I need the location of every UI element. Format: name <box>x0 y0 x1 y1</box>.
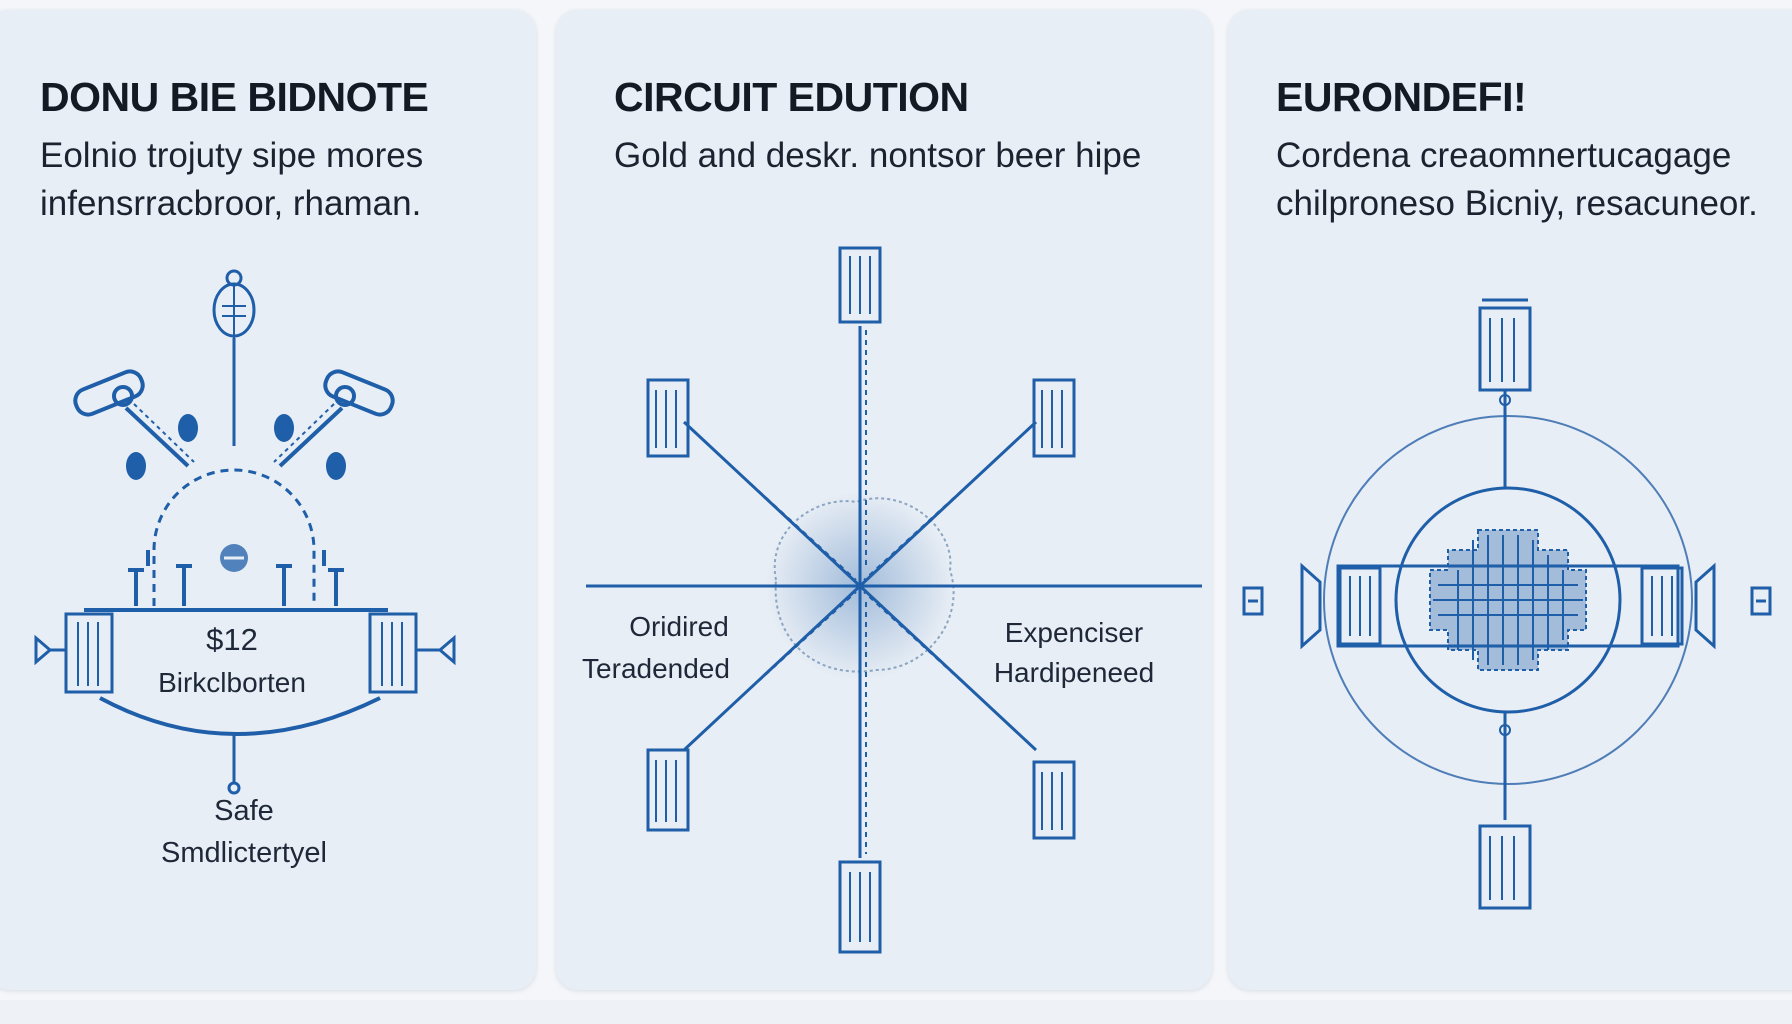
bottom-coil-icon <box>1478 712 1532 910</box>
panel-title: EURONDEFI! <box>1276 74 1527 120</box>
panel-subtitle: Eolnio trojuty sipe mores infensrracbroo… <box>40 132 423 228</box>
base-curve <box>99 696 381 736</box>
right-coil-icon <box>1640 562 1716 650</box>
left-arm-icon <box>73 369 195 468</box>
bottom-label-line-2: Smdlictertyel <box>161 837 327 869</box>
center-blob <box>773 497 955 673</box>
horizontal-bar <box>1336 564 1680 648</box>
panel-subtitle: Gold and deskr. nontsor beer hipe <box>614 132 1141 180</box>
top-sensor-icon <box>212 269 256 446</box>
panel-subtitle: Cordena creaomnertucagage chilproneso Bi… <box>1276 132 1758 228</box>
outer-ring <box>1323 415 1693 785</box>
inner-ring <box>1394 486 1622 714</box>
coil-bottom-icon <box>838 860 882 954</box>
right-arm-icon <box>273 369 395 468</box>
panel-eurondefi: EURONDEFI! Cordena creaomnertucagage chi… <box>1228 10 1792 990</box>
left-label-line-2: Teradended <box>582 653 730 684</box>
robot-arm-diagram: $12 Birkclborten Safe Smdlictertyel <box>34 269 456 869</box>
gripper-pins <box>128 550 344 606</box>
panel-title: CIRCUIT EDUTION <box>614 74 969 120</box>
name-label: Birkclborten <box>158 667 306 698</box>
radial-circuit-diagram: Oridired Teradended Expenciser Hardipene… <box>582 246 1202 954</box>
right-coil-icon <box>368 612 456 694</box>
right-label-line-2: Hardipeneed <box>994 657 1154 688</box>
center-core-icon <box>1429 529 1587 671</box>
top-coil-icon <box>1478 298 1532 488</box>
panel-subtitle-line-2: chilproneso Bicniy, resacuneor. <box>1276 184 1758 223</box>
panel-subtitle-line-2: infensrracbroor, rhaman. <box>40 184 422 223</box>
far-right-marker-icon <box>1750 586 1772 616</box>
coil-top-right-icon <box>1032 378 1076 458</box>
panel-subtitle-line-1: Gold and deskr. nontsor beer hipe <box>614 136 1142 175</box>
panel-circuit-edution: CIRCUIT EDUTION Gold and deskr. nontsor … <box>556 10 1212 990</box>
concentric-core-diagram <box>1242 298 1772 910</box>
bottom-strip <box>0 1000 1792 1024</box>
panel-subtitle-line-1: Cordena creaomnertucagage <box>1276 136 1732 175</box>
coil-top-icon <box>838 246 882 324</box>
value-label: $12 <box>206 622 258 657</box>
left-label-line-1: Oridired <box>629 611 729 642</box>
right-label-line-1: Expenciser <box>1005 617 1144 648</box>
coil-top-left-icon <box>646 378 690 458</box>
coil-bottom-left-icon <box>646 748 690 832</box>
panel-subtitle-line-1: Eolnio trojuty sipe mores <box>40 136 424 175</box>
coil-bottom-right-icon <box>1032 760 1076 840</box>
dashed-dome <box>152 468 316 606</box>
bottom-label-line-1: Safe <box>214 795 274 827</box>
far-left-marker-icon <box>1242 586 1264 616</box>
droplet-icons <box>126 414 346 480</box>
panel-donu-bie-bidnote: DONU BIE BIDNOTE Eolnio trojuty sipe mor… <box>0 10 536 990</box>
radial-chain-lines <box>691 330 1029 854</box>
radial-lines <box>586 326 1202 858</box>
left-coil-icon <box>1300 562 1382 650</box>
panel-title: DONU BIE BIDNOTE <box>40 74 429 120</box>
left-coil-icon <box>34 612 114 694</box>
